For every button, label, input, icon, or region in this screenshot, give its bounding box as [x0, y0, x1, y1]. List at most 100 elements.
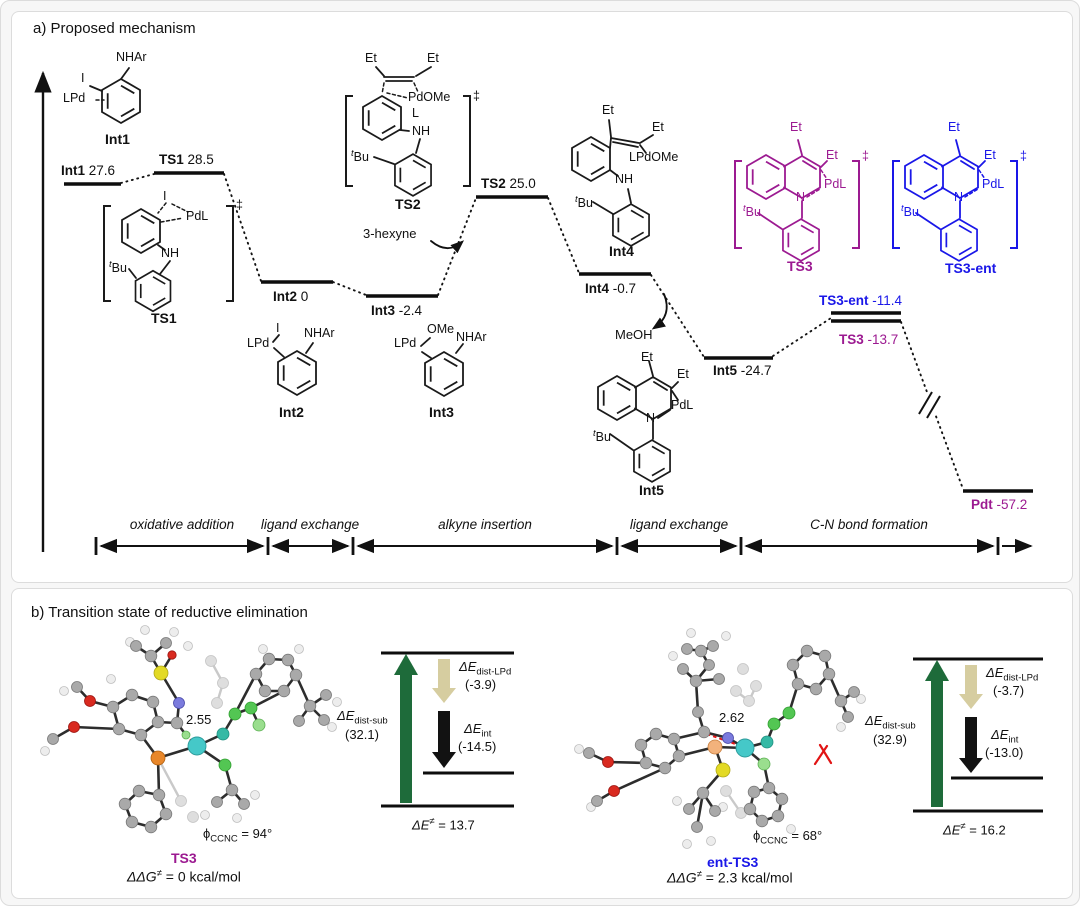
int5-pdl-label: PdL [671, 398, 694, 412]
ts1-tbu-bu: Bu [111, 261, 127, 276]
panel-a-mechanism [11, 11, 1073, 583]
int5-et2-label: Et [677, 367, 689, 381]
ts3-pdl-label: PdL [824, 177, 847, 191]
ts3-dist-sub-subscript: dist-sub [354, 715, 388, 727]
level-value-int4: -0.7 [612, 281, 637, 296]
panel-b-title: b) Transition state of reductive elimina… [31, 604, 308, 621]
ent-ts3-phi: ϕ [753, 828, 761, 843]
ent-ts3-dihedral: ϕCCNC = 68° [753, 828, 823, 847]
level-name-int3: Int3 [371, 303, 396, 318]
ts3-ent-tbu-t: t [901, 203, 904, 214]
level-label-pdt: Pdt -57.2 [971, 497, 1028, 513]
ts3-ddg: ΔΔG≠ = 0 kcal/mol [127, 868, 241, 885]
ent-ts3-ddg-sup: ≠ [696, 869, 702, 880]
ts3-ent-pdl-label: PdL [982, 177, 1005, 191]
ts3-dist-lpd-subscript: dist-LPd [476, 666, 512, 678]
level-value-ts3: -13.7 [867, 332, 899, 347]
ent-ts3-barrier-sup: ≠ [960, 821, 966, 832]
ts2-l-label: L [412, 106, 419, 120]
level-label-int4: Int4 -0.7 [585, 281, 637, 297]
ts3-ent-tbu-label: tBu [901, 203, 919, 220]
ent-ts3-eint-label: ΔEint [991, 727, 1018, 746]
ts1-nh-label: NH [161, 246, 180, 260]
ent-ts3-barrier-value: = 16.2 [969, 822, 1006, 838]
int1-nhar-label: NHAr [116, 50, 147, 64]
level-value-int5: -24.7 [740, 363, 772, 378]
ts2-tbu-label: tBu [351, 148, 369, 165]
ts3-barrier-symbol: ΔE [412, 817, 430, 833]
ts3-dist-sub-label: ΔEdist-sub [337, 708, 388, 727]
ent-ts3-ddg: ΔΔG≠ = 2.3 kcal/mol [667, 869, 793, 886]
level-value-int3: -2.4 [398, 303, 423, 318]
stage-ligand-exchange-1: ligand exchange [260, 517, 360, 532]
int2-iodine-label: I [276, 321, 280, 335]
ts3-eint-symbol: ΔE [464, 721, 482, 736]
ent-ts3-dist-lpd-value: (-3.7) [993, 683, 1025, 698]
annotation-meoh: MeOH [615, 327, 653, 342]
level-label-ts3-ent: TS3-ent -11.4 [819, 293, 903, 309]
ts3-barrier-sup: ≠ [429, 816, 435, 827]
ts3-eint-label: ΔEint [464, 721, 492, 740]
stage-oxidative-addition: oxidative addition [129, 517, 235, 532]
ent-ts3-ddg-symbol: ΔΔG [667, 869, 697, 886]
ts3-ent-et1-label: Et [948, 120, 960, 134]
level-label-int2: Int2 0 [273, 289, 308, 305]
ts3-eint-subscript: int [481, 728, 492, 740]
ts2-tbu-bu: Bu [353, 150, 369, 165]
ts1-dagger: ‡ [236, 198, 243, 212]
int3-nhar-label: NHAr [456, 330, 487, 344]
level-label-ts1: TS1 28.5 [159, 152, 214, 168]
level-value-pdt: -57.2 [996, 497, 1028, 512]
level-label-ts2: TS2 25.0 [481, 176, 536, 192]
int4-nh-label: NH [615, 172, 634, 186]
ts3-barrier-value: = 13.7 [438, 817, 475, 833]
ts2-dagger: ‡ [473, 89, 480, 103]
ent-ts3-phi-value: = 68° [791, 828, 823, 843]
level-name-int5: Int5 [713, 363, 738, 378]
ts1-iodine-label: I [163, 189, 167, 203]
ent-ts3-dist-sub-value: (32.9) [873, 732, 907, 747]
level-value-ts1: 28.5 [187, 152, 214, 167]
ts3-ddg-sup: ≠ [156, 868, 162, 879]
ts3-phi-value: = 94° [241, 826, 273, 841]
ts3-ent-dagger: ‡ [1020, 149, 1027, 163]
ts1-name: TS1 [151, 310, 177, 326]
ts3-dist-lpd-label: ΔEdist-LPd [459, 659, 512, 678]
level-name-ts3-ent: TS3-ent [819, 293, 869, 308]
level-value-ts3-ent: -11.4 [872, 293, 903, 308]
ts3-phi: ϕ [203, 826, 211, 841]
ts3-barrier: ΔE≠ = 13.7 [412, 816, 475, 833]
ts1-tbu-label: tBu [109, 259, 127, 276]
int3-ome-label: OMe [427, 322, 455, 336]
ent-ts3-dist-lpd-subscript: dist-LPd [1003, 672, 1039, 684]
int5-name: Int5 [639, 482, 664, 498]
ent-ts3-barrier: ΔE≠ = 16.2 [943, 821, 1006, 838]
ts3-dist-lpd-value: (-3.9) [465, 677, 497, 692]
int5-tbu-label: tBu [593, 428, 611, 445]
int1-name: Int1 [105, 131, 130, 147]
level-name-pdt: Pdt [971, 497, 993, 512]
int5-n-label: N [646, 411, 656, 425]
ts3-et1-label: Et [790, 120, 802, 134]
ts3-dihedral: ϕCCNC = 94° [203, 826, 273, 845]
int4-et1-label: Et [602, 103, 614, 117]
ent-ts3-phi-sub: CCNC [760, 835, 788, 847]
ent-ts3-dist-lpd-symbol: ΔE [986, 665, 1004, 680]
ent-ts3-dist-sub-symbol: ΔE [865, 713, 883, 728]
ts2-et1-label: Et [365, 51, 377, 65]
annotation-3-hexyne: 3-hexyne [363, 226, 417, 241]
level-name-int2: Int2 [273, 289, 298, 304]
ts3-ddg-symbol: ΔΔG [127, 868, 157, 885]
stage-ligand-exchange-2: ligand exchange [629, 517, 729, 532]
stage-cn-bond-formation: C-N bond formation [810, 517, 928, 532]
ts3-structure-name: TS3 [787, 258, 813, 274]
int5-tbu-bu: Bu [595, 430, 611, 445]
int4-tbu-label: tBu [575, 194, 593, 211]
ent-ts3-eint-symbol: ΔE [991, 727, 1009, 742]
ent-ts3-ddg-value: = 2.3 kcal/mol [705, 869, 793, 886]
ent-ts3-dist-lpd-label: ΔEdist-LPd [986, 665, 1039, 684]
ts3-ent-n-label: N [954, 190, 964, 204]
int2-nhar-label: NHAr [304, 326, 335, 340]
ts3-tbu-bu: Bu [745, 205, 761, 220]
